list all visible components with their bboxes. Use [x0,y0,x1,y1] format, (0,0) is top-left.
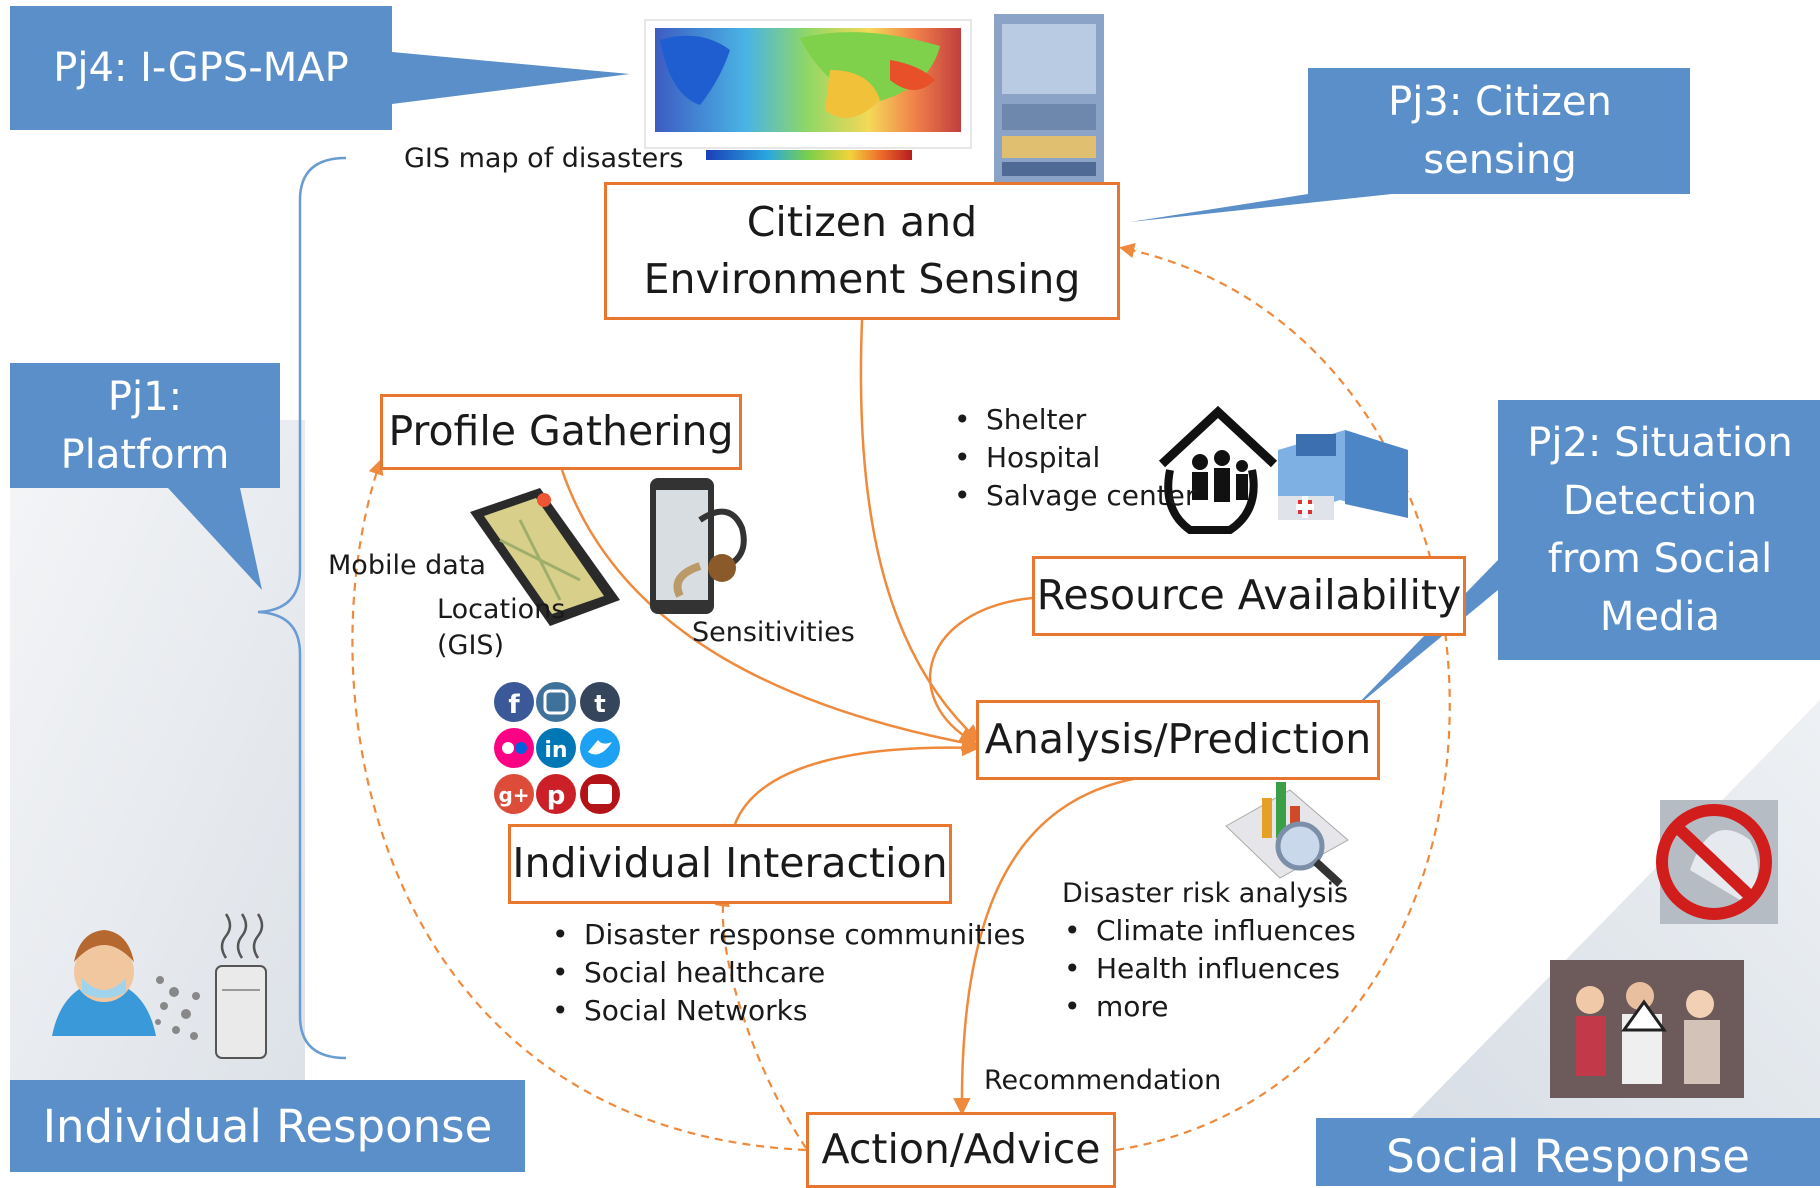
arrow-analysis-action [953,776,1139,1116]
arrow-resource-analysis [928,596,1033,744]
protest-photo-icon [1550,960,1744,1098]
svg-text:g+: g+ [498,783,529,807]
social-response-label: Social Response [1386,1129,1750,1183]
svg-text:t: t [594,690,605,718]
disaster-risk-label: Disaster risk analysis [1062,878,1349,909]
left-panel-bg [10,420,305,1080]
arrow-profile-analysis [560,469,980,752]
pj3-callout-shape [1130,68,1690,222]
action-advice-node: Action/Advice [806,1112,1116,1188]
arrow-sensing-analysis [859,319,981,743]
pj1-callout: Pj1: Platform [60,373,230,478]
list-item: Salvage center [948,477,1196,515]
locations-gis-label: (GIS) [437,630,505,661]
stethoscope-phone-icon [650,478,747,614]
svg-text:p: p [547,781,566,811]
right-panel-bg [1340,700,1820,1186]
pj2-callout: Pj2: Situation Detection from Social Med… [1527,420,1793,640]
sensitivities-label: Sensitivities [692,617,855,648]
svg-text:in: in [544,738,567,763]
mobile-data-label: Mobile data [328,550,486,581]
resource-availability-node: Resource Availability [1032,556,1466,636]
smartphone-map-icon [470,488,620,626]
profile-gathering-node: Profile Gathering [380,394,742,470]
phone-screenshot-icon [994,14,1104,182]
list-item: Disaster response communities [546,916,1025,954]
list-item: more [1058,988,1356,1026]
world-map-icon [644,19,972,160]
pj4-callout: Pj4: I-GPS-MAP [53,45,349,91]
analysis-prediction-node: Analysis/Prediction [976,700,1380,780]
interaction-list: Disaster response communities Social hea… [546,916,1025,1030]
pj3-callout: Pj3: Citizen sensing [1388,79,1612,183]
pj4-callout-shape [10,6,630,130]
gis-map-label: GIS map of disasters [404,143,684,174]
individual-band-bg [10,1080,525,1172]
svg-text:f: f [508,690,520,720]
risk-list: Climate influences Health influences mor… [1058,912,1356,1026]
arrow-action-profile [351,459,807,1152]
individual-response-label: Individual Response [42,1099,493,1153]
social-band-bg [1316,1118,1820,1186]
chart-magnifier-icon [1225,782,1349,887]
platform-brace [257,156,347,1060]
individual-interaction-node: Individual Interaction [508,824,952,904]
masked-person-icon [52,930,156,1036]
list-item: Social Networks [546,992,1025,1030]
list-item: Shelter [948,401,1196,439]
pj2-callout-shape [1350,400,1820,712]
hospital-icon [1278,430,1408,520]
list-item: Hospital [948,439,1196,477]
social-media-icons: f t in g+ p [494,682,620,814]
no-pollution-icon [1656,800,1778,924]
arrow-interaction-analysis [733,738,980,825]
list-item: Social healthcare [546,954,1025,992]
air-purifier-icon [155,913,267,1059]
list-item: Health influences [1058,950,1356,988]
recommendation-label: Recommendation [984,1065,1222,1096]
citizen-sensing-node: Citizen and Environment Sensing [604,182,1120,320]
locations-label: Locations [437,594,566,625]
pj1-callout-shape [10,363,280,590]
resource-list: Shelter Hospital Salvage center [948,401,1196,515]
arrow-action-sensing [1115,243,1451,1152]
list-item: Climate influences [1058,912,1356,950]
